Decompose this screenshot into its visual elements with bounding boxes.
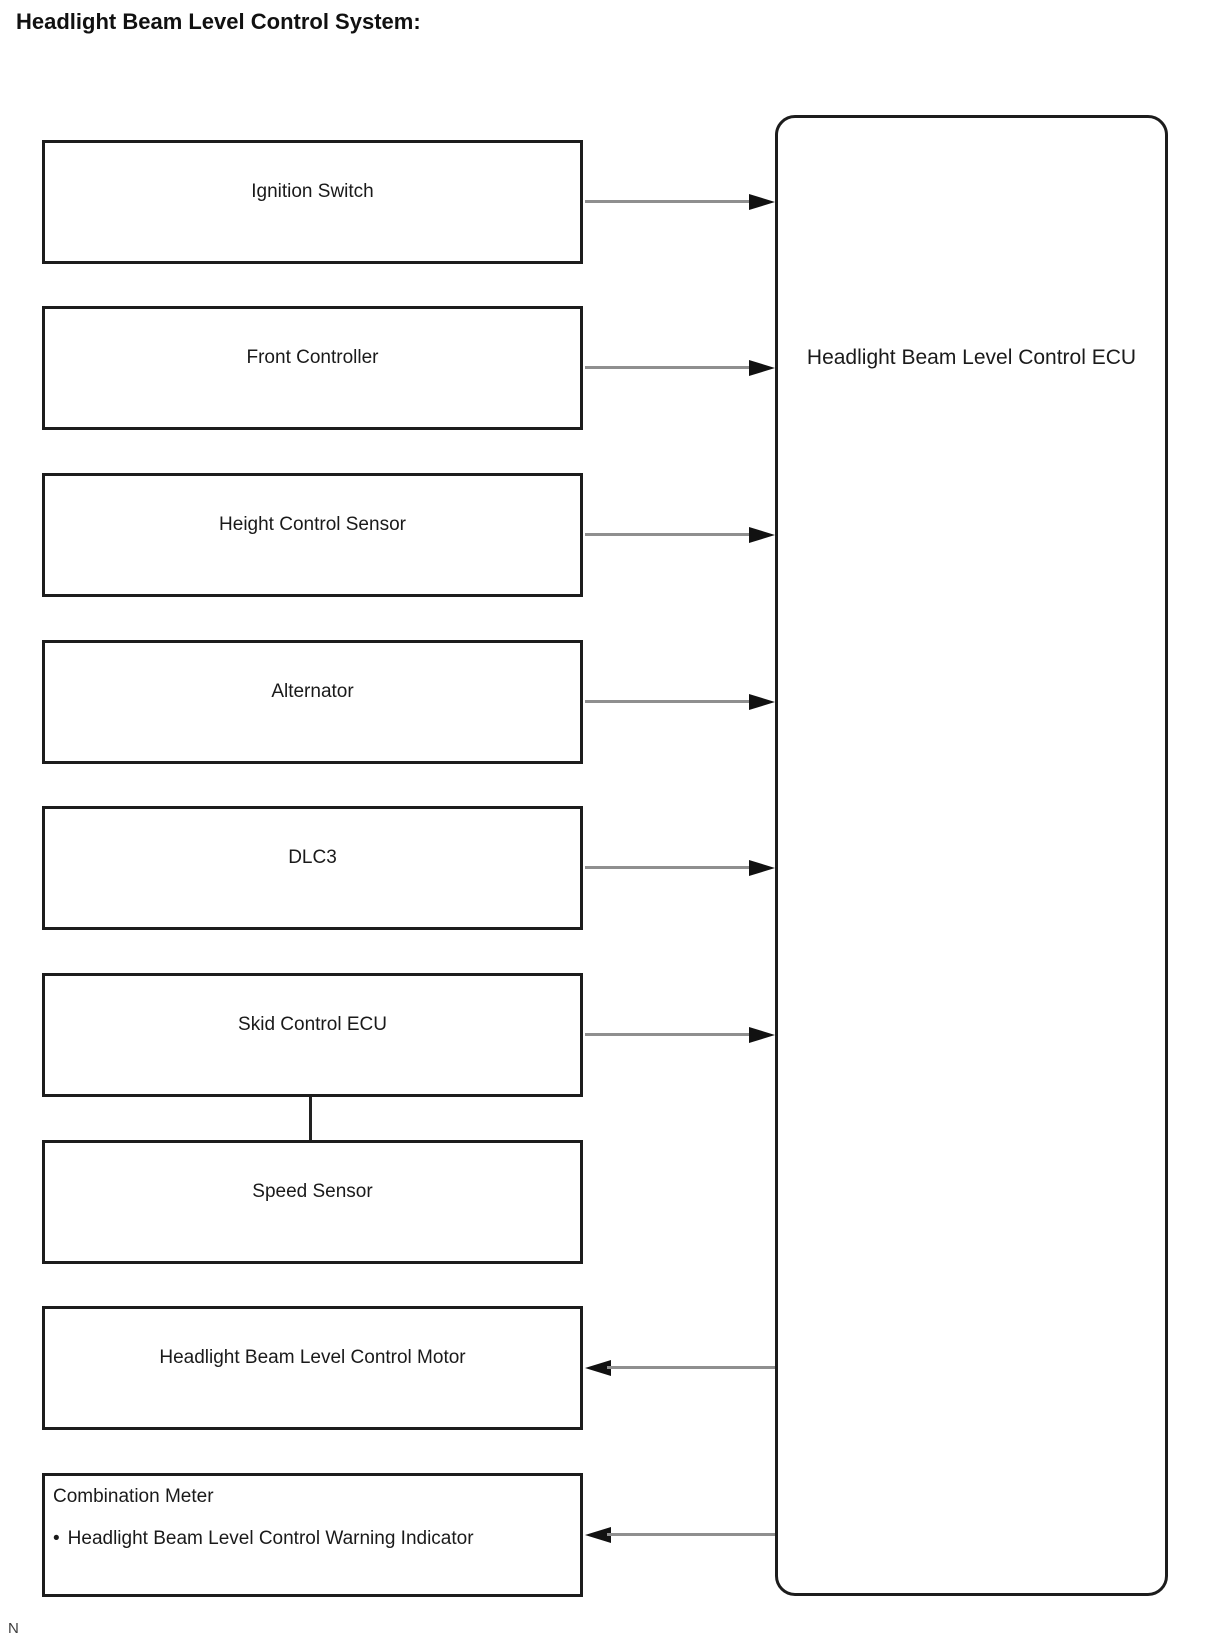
arrow-shaft — [607, 1366, 775, 1369]
box-alternator-label: Alternator — [271, 681, 354, 702]
box-skid-control-ecu: Skid Control ECU — [42, 973, 583, 1097]
arrow-ecu-to-combination-meter — [585, 1527, 775, 1543]
bullet-icon: • — [53, 1528, 60, 1549]
arrow-shaft — [585, 866, 753, 869]
box-dlc3-label: DLC3 — [288, 847, 337, 868]
box-speed-sensor-label: Speed Sensor — [252, 1181, 373, 1202]
arrow-shaft — [607, 1533, 775, 1536]
arrowhead-right-icon — [749, 694, 775, 710]
arrow-skid-control-ecu-to-ecu — [585, 1027, 775, 1043]
arrow-alternator-to-ecu — [585, 694, 775, 710]
combination-meter-heading: Combination Meter — [53, 1486, 214, 1507]
skid-control-ecu-to-speed-sensor-line — [309, 1097, 312, 1140]
arrow-height-control-sensor-to-ecu — [585, 527, 775, 543]
ecu-label: Headlight Beam Level Control ECU — [806, 346, 1137, 369]
arrow-shaft — [585, 533, 753, 536]
arrow-shaft — [585, 366, 753, 369]
box-ignition-switch: Ignition Switch — [42, 140, 583, 264]
arrow-shaft — [585, 200, 753, 203]
arrow-shaft — [585, 1033, 753, 1036]
arrowhead-left-icon — [585, 1527, 611, 1543]
arrow-dlc3-to-ecu — [585, 860, 775, 876]
combination-meter-bullet-label: Headlight Beam Level Control Warning Ind… — [67, 1528, 474, 1549]
arrow-front-controller-to-ecu — [585, 360, 775, 376]
box-combination-meter: Combination Meter • Headlight Beam Level … — [42, 1473, 583, 1597]
arrowhead-left-icon — [585, 1360, 611, 1376]
arrowhead-right-icon — [749, 194, 775, 210]
arrowhead-right-icon — [749, 527, 775, 543]
box-ignition-switch-label: Ignition Switch — [251, 181, 374, 202]
box-height-control-sensor: Height Control Sensor — [42, 473, 583, 597]
arrow-shaft — [585, 700, 753, 703]
box-headlight-beam-level-control-motor-label: Headlight Beam Level Control Motor — [159, 1347, 466, 1368]
arrow-ecu-to-headlight-beam-level-control-motor — [585, 1360, 775, 1376]
box-dlc3: DLC3 — [42, 806, 583, 930]
arrowhead-right-icon — [749, 860, 775, 876]
box-height-control-sensor-label: Height Control Sensor — [219, 514, 406, 535]
box-front-controller-label: Front Controller — [246, 347, 379, 368]
combination-meter-bullet-row: • Headlight Beam Level Control Warning In… — [53, 1528, 474, 1550]
box-headlight-beam-level-control-motor: Headlight Beam Level Control Motor — [42, 1306, 583, 1430]
box-speed-sensor: Speed Sensor — [42, 1140, 583, 1264]
box-front-controller: Front Controller — [42, 306, 583, 430]
box-headlight-beam-level-control-ecu: Headlight Beam Level Control ECU — [775, 115, 1168, 1596]
box-alternator: Alternator — [42, 640, 583, 764]
arrowhead-right-icon — [749, 1027, 775, 1043]
arrowhead-right-icon — [749, 360, 775, 376]
box-skid-control-ecu-label: Skid Control ECU — [238, 1014, 387, 1035]
diagram-title: Headlight Beam Level Control System: — [16, 9, 421, 34]
arrow-ignition-switch-to-ecu — [585, 194, 775, 210]
page-note: N — [8, 1620, 19, 1637]
